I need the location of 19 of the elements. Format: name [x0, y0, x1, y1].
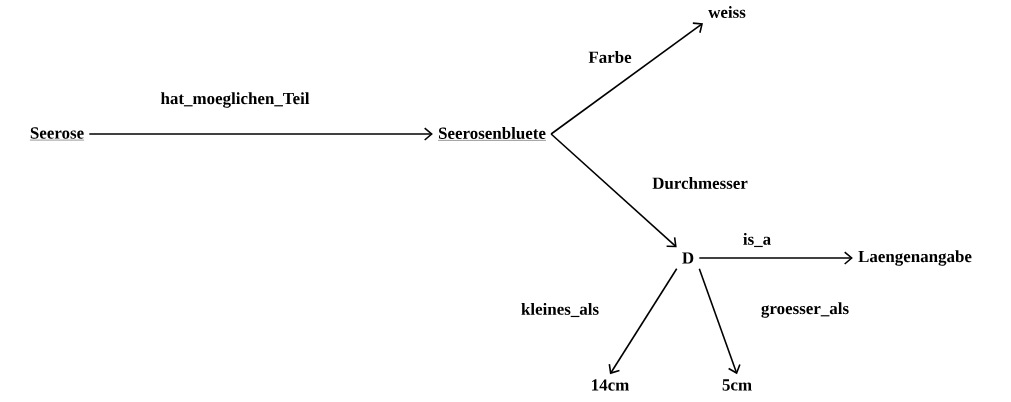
node-label: Laengenangabe: [858, 250, 972, 266]
node-label: D: [682, 252, 694, 264]
node-label: 5cm: [722, 379, 752, 391]
edge-label: hat_moeglichen_Teil: [159, 91, 311, 109]
arrow: [88, 127, 433, 141]
edge-label: Durchmesser: [651, 176, 749, 190]
edge-label: groesser_als: [759, 301, 851, 319]
edge-label: is_a: [741, 231, 773, 249]
arrow: [608, 267, 678, 375]
arrow: [698, 267, 741, 375]
arrow: [698, 251, 853, 265]
node-label: 14cm: [592, 379, 629, 391]
concept-label: Seerosenbluete: [437, 127, 547, 141]
arrow: [550, 133, 677, 248]
arrow: [550, 22, 703, 135]
concept-label: Seerose: [29, 127, 85, 141]
node-label: weiss: [708, 6, 746, 18]
edge-label: kleines_als: [519, 301, 601, 319]
edge-label: Farbe: [587, 50, 633, 64]
